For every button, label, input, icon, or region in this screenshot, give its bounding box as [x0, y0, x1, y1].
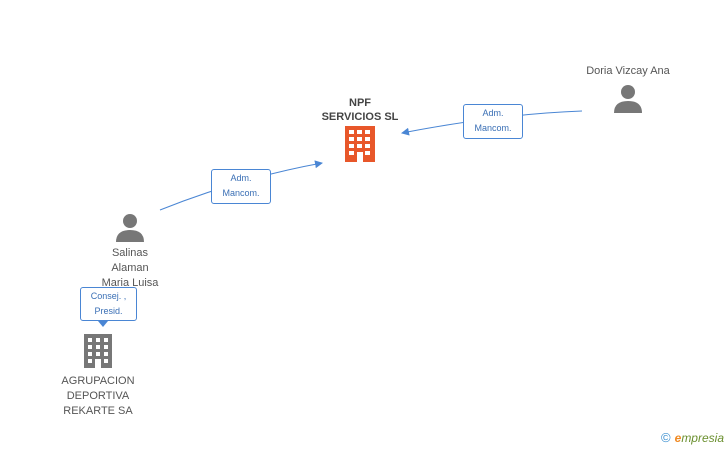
node-person-doria[interactable]: Doria Vizcay Ana [568, 64, 688, 113]
edge-label-line1: Adm. [230, 173, 252, 183]
person-icon [116, 214, 144, 242]
person-doria-label: Doria Vizcay Ana [586, 65, 670, 77]
main-company-label: NPF SERVICIOS SL [321, 97, 399, 123]
node-main-company[interactable]: NPF SERVICIOS SL [300, 96, 420, 162]
callout-tail [98, 321, 108, 327]
node-company-agrupacion[interactable]: AGRUPACION DEPORTIVA REKARTE SA [48, 334, 148, 419]
edge-label-line2: Presid. [94, 306, 123, 316]
agrupacion-label: AGRUPACION DEPORTIVA REKARTE SA [61, 375, 135, 417]
person-salinas-label: Salinas Alaman Maria Luisa [101, 247, 159, 289]
copyright-icon: © [661, 430, 671, 445]
person-icon [614, 85, 642, 113]
edge-label-line2: Mancom. [222, 188, 260, 198]
building-icon [84, 334, 112, 368]
building-icon [345, 126, 375, 162]
edge-label-line1: Adm. [482, 108, 504, 118]
edge-label-salinas-role[interactable]: Adm. Mancom. [211, 169, 271, 204]
edge-label-doria-role[interactable]: Adm. Mancom. [463, 104, 523, 139]
brand-first-letter: e [674, 431, 682, 445]
edge-label-line2: Mancom. [474, 123, 512, 133]
node-person-salinas[interactable]: Salinas Alaman Maria Luisa [80, 212, 180, 291]
brand-name: mpresia [681, 431, 724, 445]
edge-label-line1: Consej. , [90, 291, 127, 301]
brand-logo[interactable]: ©empresia [661, 430, 724, 445]
edge-label-agrupacion-role[interactable]: Consej. , Presid. [80, 287, 137, 321]
